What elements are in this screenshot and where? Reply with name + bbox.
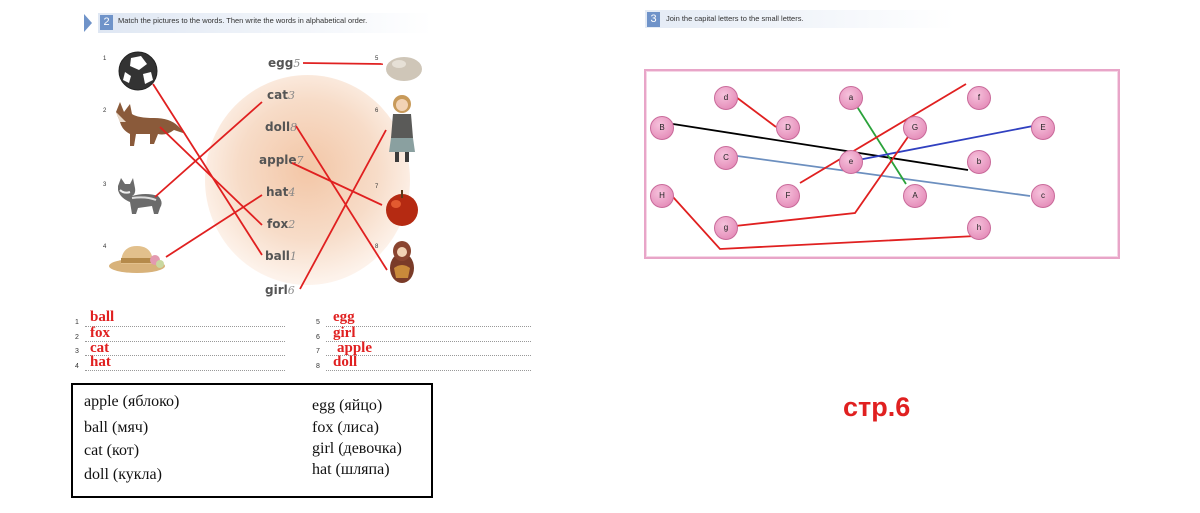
answer-num-7: 7	[316, 348, 320, 355]
pic-num-2: 2	[103, 108, 107, 114]
matching-lines-left	[152, 62, 388, 290]
task-instruction-right: Join the capital letters to the small le…	[666, 14, 804, 23]
word-hat: hat4	[266, 185, 296, 199]
dict-girl: girl (девочка)	[312, 440, 402, 457]
word-girl: girl6	[265, 283, 295, 297]
answer-apple: apple	[337, 340, 373, 356]
answer-egg: egg	[333, 309, 355, 325]
letter-B[interactable]: B	[650, 116, 674, 140]
letter-F[interactable]: F	[776, 184, 800, 208]
letter-d[interactable]: d	[714, 86, 738, 110]
answer-line-8	[326, 370, 531, 371]
picture-doll	[390, 241, 414, 283]
dictionary-box	[71, 383, 433, 498]
pic-num-3: 3	[103, 182, 107, 188]
picture-fox	[116, 102, 186, 146]
letter-A[interactable]: A	[903, 184, 927, 208]
answer-cat: cat	[90, 340, 110, 356]
picture-cat	[118, 178, 162, 214]
task-instruction-left: Match the pictures to the words. Then wr…	[118, 16, 368, 25]
pic-num-8: 8	[375, 244, 379, 250]
letter-E[interactable]: E	[1031, 116, 1055, 140]
answer-num-6: 6	[316, 334, 320, 341]
word-doll: doll8	[265, 120, 298, 134]
picture-ball	[118, 51, 158, 91]
dict-apple: apple (яблоко)	[84, 393, 180, 410]
answer-line-2	[85, 341, 285, 342]
picture-egg	[386, 57, 422, 81]
dict-cat: cat (кот)	[84, 442, 140, 459]
word-fox: fox2	[267, 217, 296, 231]
pic-num-5: 5	[375, 56, 379, 62]
dict-egg: egg (яйцо)	[312, 397, 383, 414]
answer-fox: fox	[90, 325, 110, 341]
letter-a[interactable]: a	[839, 86, 863, 110]
answer-num-3: 3	[75, 348, 79, 355]
answer-num-2: 2	[75, 334, 79, 341]
picture-apple	[386, 190, 418, 226]
picture-hat	[109, 246, 165, 273]
task-header-bar-right	[645, 10, 955, 28]
dict-doll: doll (кукла)	[84, 466, 162, 483]
word-egg: egg5	[268, 56, 301, 70]
pic-num-6: 6	[375, 108, 379, 114]
answer-num-4: 4	[75, 363, 79, 370]
task-header-bar	[98, 13, 432, 33]
dict-ball: ball (мяч)	[84, 419, 149, 436]
letter-g[interactable]: g	[714, 216, 738, 240]
answer-line-1	[85, 326, 285, 327]
answer-girl: girl	[333, 325, 356, 341]
pic-num-1: 1	[103, 56, 107, 62]
pic-num-4: 4	[103, 244, 107, 250]
answer-line-6	[326, 341, 531, 342]
answer-line-3	[85, 355, 285, 356]
answer-num-5: 5	[316, 319, 320, 326]
picture-girl	[389, 95, 415, 162]
answer-hat: hat	[90, 354, 111, 370]
pic-num-7: 7	[375, 184, 379, 190]
central-blob	[205, 75, 410, 285]
task-arrow	[84, 14, 92, 32]
dict-hat: hat (шляпа)	[312, 461, 390, 478]
answer-line-5	[326, 326, 531, 327]
dict-fox: fox (лиса)	[312, 419, 379, 436]
letters-frame	[644, 69, 1120, 259]
page-label: стр.6	[843, 392, 911, 422]
answer-line-7	[326, 355, 531, 356]
answer-doll: doll	[333, 354, 358, 370]
letter-H[interactable]: H	[650, 184, 674, 208]
letter-G[interactable]: G	[903, 116, 927, 140]
answer-line-4	[85, 370, 285, 371]
answer-num-8: 8	[316, 363, 320, 370]
letter-D[interactable]: D	[776, 116, 800, 140]
letter-f[interactable]: f	[967, 86, 991, 110]
letter-e[interactable]: e	[839, 150, 863, 174]
word-apple: apple7	[259, 153, 304, 167]
word-cat: cat3	[267, 88, 295, 102]
letter-b[interactable]: b	[967, 150, 991, 174]
letter-C[interactable]: C	[714, 146, 738, 170]
letter-h[interactable]: h	[967, 216, 991, 240]
letter-c[interactable]: c	[1031, 184, 1055, 208]
task-number-2: 2	[100, 15, 113, 30]
matching-lines-right	[672, 83, 1034, 250]
word-ball: ball1	[265, 249, 297, 263]
answer-ball: ball	[90, 309, 115, 325]
answer-num-1: 1	[75, 319, 79, 326]
task-number-3: 3	[647, 12, 660, 27]
